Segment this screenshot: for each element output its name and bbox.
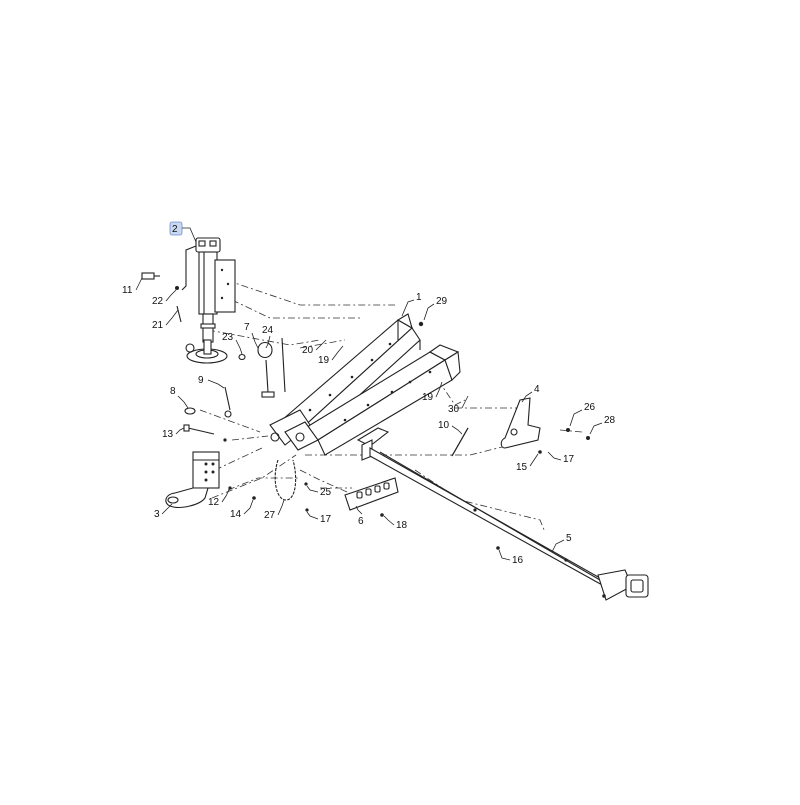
- callout-9[interactable]: 9: [198, 375, 225, 389]
- callout-label: 17: [563, 454, 575, 465]
- hose-bracket-plate: [344, 477, 399, 517]
- callout-2[interactable]: 2: [169, 221, 197, 243]
- callout-label: 28: [604, 415, 616, 426]
- hose-holder: [238, 337, 286, 398]
- callout-label: 10: [438, 420, 450, 431]
- callout-23[interactable]: 23: [222, 332, 243, 355]
- callouts: 2 11 22 21 7 24 23 20: [122, 221, 616, 566]
- callout-label: 5: [566, 533, 572, 544]
- callout-21[interactable]: 21: [152, 309, 179, 331]
- callout-label: 22: [152, 296, 164, 307]
- callout-16[interactable]: 16: [498, 549, 524, 566]
- callout-label: 13: [162, 429, 174, 440]
- callout-label: 2: [172, 224, 178, 235]
- drawbar-frame: [269, 313, 461, 456]
- callout-4[interactable]: 4: [521, 384, 540, 403]
- callout-25[interactable]: 25: [306, 485, 332, 498]
- callout-label: 9: [198, 375, 204, 386]
- callout-27[interactable]: 27: [264, 499, 285, 521]
- callout-label: 23: [222, 332, 234, 343]
- callout-8[interactable]: 8: [170, 386, 189, 409]
- callout-1[interactable]: 1: [401, 292, 422, 317]
- frame-hardware-left: [183, 386, 256, 500]
- callout-3[interactable]: 3: [154, 503, 173, 520]
- callout-19-lower[interactable]: 19: [422, 381, 443, 403]
- callout-label: 17: [320, 514, 332, 525]
- callout-5[interactable]: 5: [551, 533, 572, 553]
- callout-label: 15: [516, 462, 528, 473]
- callout-26[interactable]: 26: [569, 402, 596, 427]
- side-plate: [500, 397, 590, 454]
- callout-label: 24: [262, 325, 274, 336]
- callout-label: 1: [416, 292, 422, 303]
- callout-17-right[interactable]: 17: [547, 451, 575, 465]
- support-bar: [356, 427, 649, 601]
- callout-18[interactable]: 18: [383, 515, 408, 531]
- callout-label: 14: [230, 509, 242, 520]
- safety-chain: [274, 459, 309, 512]
- callout-label: 12: [208, 497, 220, 508]
- callout-label: 21: [152, 320, 164, 331]
- callout-7[interactable]: 7: [244, 322, 259, 349]
- callout-12[interactable]: 12: [208, 489, 230, 508]
- callout-6[interactable]: 6: [355, 505, 364, 527]
- lock-pin: [451, 427, 469, 457]
- callout-label: 29: [436, 296, 448, 307]
- jack-stand: [181, 237, 236, 364]
- callout-label: 20: [302, 345, 314, 356]
- callout-label: 19: [318, 355, 330, 366]
- callout-label: 26: [584, 402, 596, 413]
- callout-14[interactable]: 14: [230, 499, 254, 520]
- callout-19-upper[interactable]: 19: [318, 345, 344, 366]
- callout-label: 8: [170, 386, 176, 397]
- callout-24[interactable]: 24: [262, 325, 274, 349]
- callout-11[interactable]: 11: [122, 277, 143, 296]
- callout-22[interactable]: 22: [152, 289, 177, 307]
- callout-13[interactable]: 13: [162, 427, 185, 440]
- callout-10[interactable]: 10: [438, 420, 463, 435]
- clevis-hitch: [165, 451, 220, 508]
- callout-28[interactable]: 28: [589, 415, 616, 435]
- callout-30[interactable]: 30: [448, 395, 469, 415]
- callout-17-lower[interactable]: 17: [306, 511, 332, 525]
- callout-label: 27: [264, 510, 276, 521]
- callout-label: 19: [422, 392, 434, 403]
- callout-label: 16: [512, 555, 524, 566]
- callout-20[interactable]: 20: [302, 339, 327, 356]
- jack-hardware: [141, 272, 182, 323]
- callout-label: 3: [154, 509, 160, 520]
- callout-label: 11: [122, 285, 133, 296]
- callout-label: 18: [396, 520, 408, 531]
- callout-29[interactable]: 29: [423, 296, 448, 321]
- callout-label: 7: [244, 322, 250, 333]
- callout-label: 6: [358, 516, 364, 527]
- callout-label: 4: [534, 384, 540, 395]
- callout-label: 25: [320, 487, 332, 498]
- callout-15[interactable]: 15: [516, 453, 539, 473]
- callout-label: 30: [448, 404, 460, 415]
